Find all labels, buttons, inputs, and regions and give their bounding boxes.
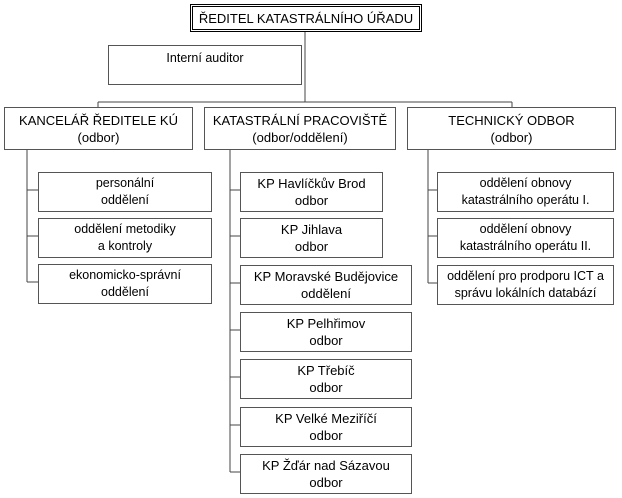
unit-line1: oddělení metodiky [74,222,176,236]
unit-box: ekonomicko-správní oddělení [38,264,212,304]
unit-box: oddělení obnovy katastrálního operátu I. [437,172,614,212]
auditor-label: Interní auditor [166,51,244,65]
unit-line2: katastrálního operátu II. [459,239,592,253]
dept-office-name: KANCELÁŘ ŘEDITELE KÚ [19,112,178,128]
unit-line1: oddělení pro prodporu ICT a [447,269,604,283]
auditor-box: Interní auditor [108,45,302,85]
dept-cadastral-type: (odbor/oddělení) [252,129,348,145]
unit-box: oddělení pro prodporu ICT a správu lokál… [437,265,614,305]
dept-office-box: KANCELÁŘ ŘEDITELE KÚ (odbor) [4,107,193,150]
unit-line2: odbor [309,333,343,348]
unit-box: KP Žďár nad Sázavou odbor [240,454,412,494]
unit-line1: ekonomicko-správní [69,268,181,282]
unit-line2: odbor [309,428,343,443]
unit-line1: KP Havlíčkův Brod [257,176,366,191]
dept-cadastral-box: KATASTRÁLNÍ PRACOVIŠTĚ (odbor/oddělení) [204,107,396,150]
unit-box: oddělení metodiky a kontroly [38,218,212,258]
dept-technical-type: (odbor) [490,129,533,145]
unit-box: KP Pelhřimov odbor [240,312,412,352]
dept-cadastral-name: KATASTRÁLNÍ PRACOVIŠTĚ [212,112,388,128]
unit-line1: oddělení obnovy [479,222,572,236]
unit-box: KP Třebíč odbor [240,359,412,399]
dept-technical-name: TECHNICKÝ ODBOR [448,112,575,128]
unit-line1: KP Pelhřimov [286,316,366,331]
unit-box: oddělení obnovy katastrálního operátu II… [437,218,614,258]
unit-box: KP Velké Meziříčí odbor [240,407,412,447]
unit-box: KP Havlíčkův Brod odbor [240,172,383,212]
unit-line1: KP Moravské Budějovice [253,269,399,284]
unit-line1: KP Velké Meziříčí [275,411,377,426]
dept-technical-box: TECHNICKÝ ODBOR (odbor) [407,107,616,150]
unit-box: personální oddělení [38,172,212,212]
unit-line2: a kontroly [97,239,153,253]
unit-line2: oddělení [101,193,149,207]
unit-box: KP Jihlava odbor [240,218,383,258]
unit-box: KP Moravské Budějovice oddělení [240,265,412,305]
unit-line1: KP Třebíč [297,363,355,378]
director-box: ŘEDITEL KATASTRÁLNÍHO ÚŘADU [190,4,422,32]
unit-line1: personální [95,176,155,190]
unit-line2: správu lokálních databází [454,286,597,300]
unit-line2: odbor [309,380,343,395]
unit-line2: odbor [309,475,343,490]
unit-line1: oddělení obnovy [479,176,572,190]
unit-line2: oddělení [101,285,149,299]
unit-line2: odbor [294,239,329,254]
unit-line2: oddělení [301,286,351,301]
unit-line2: katastrálního operátu I. [461,193,590,207]
unit-line1: KP Jihlava [280,222,343,237]
director-title: ŘEDITEL KATASTRÁLNÍHO ÚŘADU [198,10,414,26]
unit-line1: KP Žďár nad Sázavou [262,458,390,473]
dept-office-type: (odbor) [77,129,120,145]
unit-line2: odbor [294,193,329,208]
